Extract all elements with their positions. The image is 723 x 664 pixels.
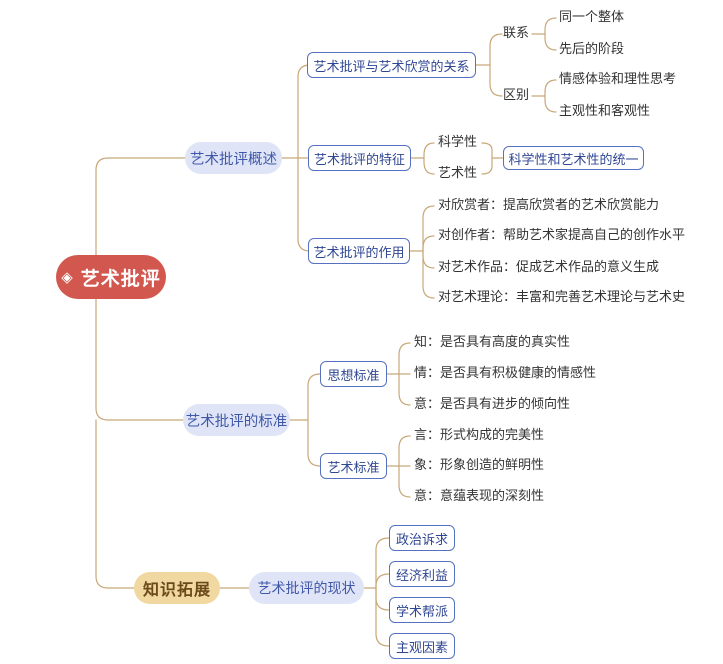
- branch-overview[interactable]: 艺术批评概述: [185, 142, 282, 174]
- leaf-diff-2[interactable]: 主观性和客观性: [559, 104, 651, 119]
- leaf-role-3[interactable]: 对艺术作品：促成艺术作品的意义生成: [438, 260, 660, 275]
- leaf-role-2[interactable]: 对创作者：帮助艺术家提高自己的创作水平: [438, 228, 686, 243]
- leaf-art-2[interactable]: 象：形象创造的鲜明性: [414, 458, 545, 473]
- leaf-art-3[interactable]: 意：意蕴表现的深刻性: [414, 489, 545, 504]
- node-status[interactable]: 艺术批评的现状: [249, 572, 364, 604]
- leaf-status-1[interactable]: 政治诉求: [389, 525, 455, 551]
- root-label: 艺术批评: [80, 267, 161, 290]
- leaf-role-4[interactable]: 对艺术理论：丰富和完善艺术理论与艺术史: [438, 290, 686, 305]
- leaf-status-3[interactable]: 学术帮派: [389, 597, 455, 623]
- node-ideology[interactable]: 思想标准: [320, 361, 387, 387]
- leaf-ideology-1[interactable]: 知：是否具有高度的真实性: [414, 335, 571, 350]
- leaf-art-1[interactable]: 言：形式构成的完美性: [414, 428, 545, 443]
- leaf-feature-art[interactable]: 艺术性: [438, 166, 478, 181]
- node-features[interactable]: 艺术批评的特征: [308, 145, 411, 171]
- leaf-status-4[interactable]: 主观因素: [389, 633, 455, 659]
- leaf-role-1[interactable]: 对欣赏者：提高欣赏者的艺术欣赏能力: [438, 198, 660, 213]
- node-diff[interactable]: 区别: [503, 88, 530, 103]
- node-feature-summary[interactable]: 科学性和艺术性的统一: [503, 146, 644, 170]
- root-node[interactable]: ◈ 艺术批评: [56, 255, 166, 299]
- branch-extension[interactable]: 知识拓展: [134, 572, 220, 604]
- node-roles[interactable]: 艺术批评的作用: [308, 238, 410, 264]
- branch-standards[interactable]: 艺术批评的标准: [183, 404, 290, 436]
- leaf-ideology-3[interactable]: 意：是否具有进步的倾向性: [414, 397, 571, 412]
- node-art-standard[interactable]: 艺术标准: [320, 453, 387, 479]
- leaf-status-2[interactable]: 经济利益: [389, 561, 455, 587]
- node-relation[interactable]: 艺术批评与艺术欣赏的关系: [307, 52, 476, 78]
- leaf-link-2[interactable]: 先后的阶段: [559, 42, 625, 57]
- leaf-link-1[interactable]: 同一个整体: [559, 10, 625, 25]
- diamond-icon: ◈: [61, 268, 74, 286]
- leaf-diff-1[interactable]: 情感体验和理性思考: [559, 72, 677, 87]
- leaf-ideology-2[interactable]: 情：是否具有积极健康的情感性: [414, 366, 597, 381]
- leaf-feature-science[interactable]: 科学性: [438, 135, 478, 150]
- node-link[interactable]: 联系: [503, 26, 530, 41]
